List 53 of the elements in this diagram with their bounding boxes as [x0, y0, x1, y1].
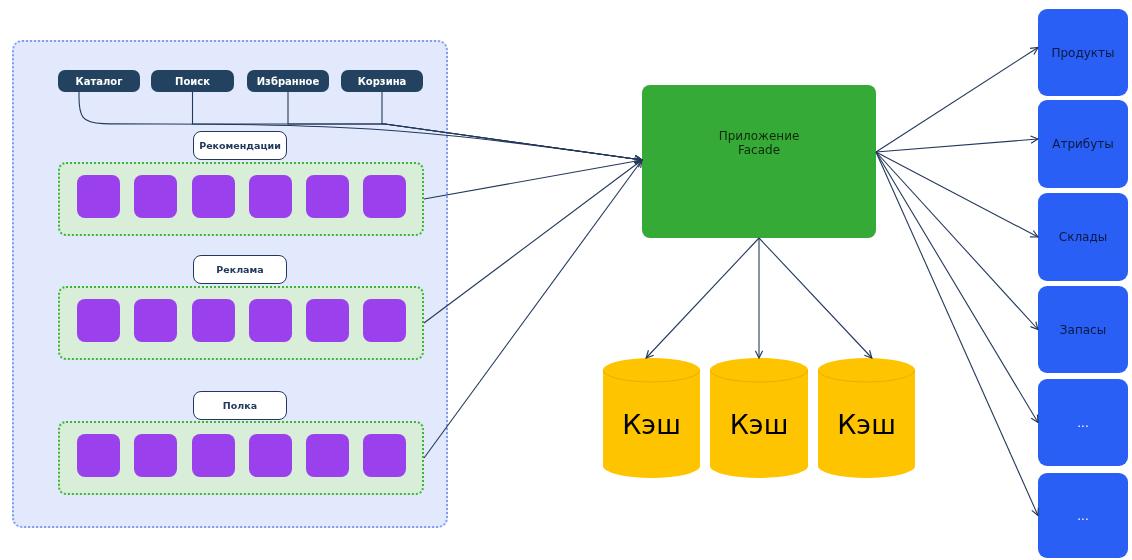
widget-tile — [192, 434, 235, 477]
widget-tile — [134, 175, 177, 218]
widget-tile — [134, 299, 177, 342]
service-box: Запасы — [1038, 286, 1128, 373]
widget-tile — [249, 299, 292, 342]
arrow — [645, 237, 760, 359]
service-box: ... — [1038, 473, 1128, 558]
arrow — [758, 237, 873, 359]
arrow — [381, 91, 643, 164]
tab-button: Избранное — [247, 70, 329, 92]
widget-row — [58, 162, 424, 236]
widget-tile — [192, 175, 235, 218]
tab-button: Поиск — [151, 70, 234, 92]
arrow — [875, 151, 1039, 331]
panel-background — [12, 40, 448, 528]
tab-button: Каталог — [58, 70, 140, 92]
cache-label: Кэш — [729, 408, 789, 440]
widget-tile — [363, 434, 406, 477]
widget-tile — [134, 434, 177, 477]
widget-row — [58, 421, 424, 495]
facade-label: Приложение Facade — [717, 129, 801, 157]
widget-tile — [363, 299, 406, 342]
arrow — [423, 159, 643, 459]
arrow — [875, 46, 1039, 153]
widget-tile — [363, 175, 406, 218]
arrow — [423, 157, 643, 200]
arrow — [423, 159, 643, 324]
widget-tile — [249, 434, 292, 477]
section-label: Полка — [193, 391, 287, 420]
facade-box — [642, 85, 876, 238]
arrow — [875, 135, 1039, 153]
service-box: ... — [1038, 379, 1128, 466]
cache-label: Кэш — [622, 408, 681, 440]
widget-tile — [306, 299, 349, 342]
widget-tile — [306, 175, 349, 218]
service-box: Продукты — [1038, 9, 1128, 96]
widget-tile — [77, 434, 120, 477]
widget-tile — [77, 175, 120, 218]
service-box: Склады — [1038, 193, 1128, 281]
section-label: Реклама — [193, 255, 287, 284]
arrow — [754, 237, 764, 359]
section-label: Рекомендации — [193, 131, 287, 160]
arrow — [875, 151, 1039, 424]
arrow — [875, 151, 1039, 517]
widget-tile — [77, 299, 120, 342]
widget-tile — [306, 434, 349, 477]
widget-tile — [192, 299, 235, 342]
arrow — [875, 151, 1039, 238]
cache-label: Кэш — [837, 408, 896, 440]
widget-row — [58, 286, 424, 360]
widget-tile — [249, 175, 292, 218]
service-box: Атрибуты — [1038, 100, 1128, 188]
tab-button: Корзина — [341, 70, 423, 92]
